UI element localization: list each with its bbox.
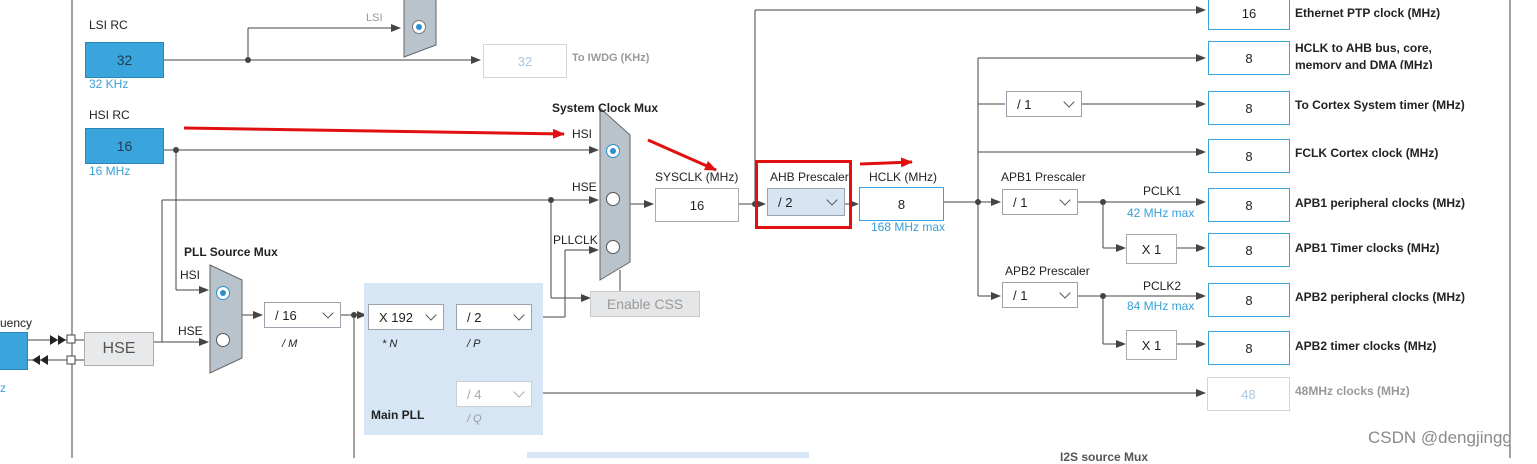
- lsi-mux-radio[interactable]: [412, 20, 426, 34]
- apb2-prescaler-select[interactable]: / 1: [1002, 282, 1078, 308]
- chevron-down-icon: [513, 386, 525, 398]
- pclk1-label: PCLK1: [1143, 184, 1182, 198]
- ahb-prescaler-value: / 2: [778, 194, 793, 210]
- ahb-highlight-box: [755, 160, 852, 229]
- chevron-down-icon: [513, 309, 525, 321]
- apb2-max: 84 MHz max: [1127, 299, 1195, 313]
- pll-source-mux-title: PLL Source Mux: [184, 245, 278, 259]
- chevron-down-icon: [1059, 194, 1071, 206]
- sys-mux-hsi-label: HSI: [572, 127, 593, 141]
- input-frequency-label: uency: [0, 316, 33, 330]
- chevron-down-icon: [425, 309, 437, 321]
- apb2-periph-value[interactable]: 8: [1208, 283, 1290, 317]
- hsi-rc-title: HSI RC: [89, 108, 130, 122]
- hsi-rc-freq: 16 MHz: [89, 164, 131, 178]
- apb1-periph-value[interactable]: 8: [1208, 188, 1290, 222]
- apb1-prescaler-label: APB1 Prescaler: [1001, 170, 1086, 184]
- pll-m-select[interactable]: / 16: [264, 302, 341, 328]
- hclk-ahb-label: HCLK to AHB bus, core,: [1295, 41, 1432, 55]
- main-pll-title: Main PLL: [371, 408, 425, 422]
- hclk-ahb-label-line2: memory and DMA (MHz): [1295, 58, 1433, 69]
- clk48-label: 48MHz clocks (MHz): [1295, 384, 1410, 398]
- iwdg-value: 32: [483, 44, 567, 78]
- cortex-timer-label: To Cortex System timer (MHz): [1295, 98, 1465, 112]
- apb1-prescaler-value: / 1: [1013, 194, 1028, 210]
- pll-m-label: / M: [282, 338, 298, 350]
- apb1-timer-multiplier: X 1: [1126, 234, 1177, 264]
- clk48-value: 48: [1207, 377, 1290, 411]
- pll-q-select[interactable]: / 4: [456, 381, 532, 407]
- system-clock-mux-title: System Clock Mux: [552, 101, 659, 115]
- pll-p-value: / 2: [467, 309, 482, 325]
- pll-mux-hsi-radio[interactable]: [216, 286, 230, 300]
- pll-q-label: / Q: [467, 413, 482, 425]
- apb1-prescaler-select[interactable]: / 1: [1002, 189, 1078, 215]
- pll-q-value: / 4: [467, 386, 482, 402]
- fclk-value[interactable]: 8: [1208, 139, 1290, 173]
- ethernet-ptp-value[interactable]: 16: [1208, 0, 1290, 30]
- apb2-prescaler-value: / 1: [1013, 287, 1028, 303]
- ahb-prescaler-select[interactable]: / 2: [767, 188, 845, 216]
- apb1-timer-value[interactable]: 8: [1208, 233, 1290, 267]
- apb2-timer-label: APB2 timer clocks (MHz): [1295, 339, 1437, 353]
- pll-mux-hse-label: HSE: [178, 324, 203, 338]
- enable-css-button[interactable]: Enable CSS: [590, 291, 700, 317]
- apb1-periph-label: APB1 peripheral clocks (MHz): [1295, 196, 1466, 210]
- apb2-timer-value[interactable]: 8: [1208, 331, 1290, 365]
- sys-mux-hse-label: HSE: [572, 180, 597, 194]
- pll-n-select[interactable]: X 192: [368, 304, 444, 330]
- lsi-mux-label: LSI: [366, 12, 383, 24]
- sysclk-label: SYSCLK (MHz): [655, 170, 739, 184]
- apb2-prescaler-label: APB2 Prescaler: [1005, 264, 1090, 278]
- pll-n-label: * N: [382, 338, 398, 350]
- apb2-periph-label: APB2 peripheral clocks (MHz): [1295, 290, 1466, 304]
- sys-mux-hsi-radio[interactable]: [606, 144, 620, 158]
- pll-mux-hsi-label: HSI: [180, 268, 201, 282]
- lsi-rc-freq: 32 KHz: [89, 77, 129, 91]
- hclk-ahb-value[interactable]: 8: [1208, 41, 1290, 75]
- pll-n-value: X 192: [379, 309, 413, 325]
- apb2-timer-multiplier: X 1: [1126, 330, 1177, 360]
- i2s-region: [527, 452, 809, 458]
- pll-p-select[interactable]: / 2: [456, 304, 532, 330]
- apb1-max: 42 MHz max: [1127, 206, 1195, 220]
- pll-mux-hse-radio[interactable]: [216, 333, 230, 347]
- sys-mux-hse-radio[interactable]: [606, 192, 620, 206]
- hclk-label: HCLK (MHz): [869, 170, 937, 184]
- cortex-timer-value[interactable]: 8: [1208, 91, 1290, 125]
- hsi-rc-value[interactable]: 16: [85, 128, 164, 164]
- chevron-down-icon: [1063, 96, 1075, 108]
- cortex-timer-divider-value: / 1: [1017, 96, 1032, 112]
- chevron-down-icon: [1059, 287, 1071, 299]
- hse-box[interactable]: HSE: [84, 332, 154, 366]
- sys-mux-pllclk-radio[interactable]: [606, 240, 620, 254]
- pll-m-value: / 16: [275, 307, 297, 323]
- sysclk-value: 16: [655, 188, 739, 222]
- watermark: CSDN @dengjingg: [1368, 428, 1512, 447]
- chevron-down-icon: [322, 307, 334, 319]
- pll-p-label: / P: [467, 338, 481, 350]
- ahb-prescaler-label: AHB Prescaler: [770, 170, 849, 184]
- pclk2-label: PCLK2: [1143, 279, 1182, 293]
- hclk-max: 168 MHz max: [871, 220, 946, 234]
- cortex-timer-divider-select[interactable]: / 1: [1006, 91, 1082, 117]
- apb1-timer-label: APB1 Timer clocks (MHz): [1295, 241, 1440, 255]
- ethernet-ptp-label: Ethernet PTP clock (MHz): [1295, 6, 1441, 20]
- lsi-rc-value[interactable]: 32: [85, 42, 164, 78]
- iwdg-label: To IWDG (KHz): [572, 52, 650, 64]
- lsi-rc-title: LSI RC: [89, 18, 128, 32]
- input-frequency-unit: z: [0, 381, 6, 395]
- input-frequency-value[interactable]: [0, 332, 28, 370]
- sys-mux-pllclk-label: PLLCLK: [553, 233, 598, 247]
- fclk-label: FCLK Cortex clock (MHz): [1295, 146, 1439, 160]
- hclk-value[interactable]: 8: [859, 187, 944, 221]
- i2s-source-mux-title: I2S source Mux: [1060, 450, 1149, 464]
